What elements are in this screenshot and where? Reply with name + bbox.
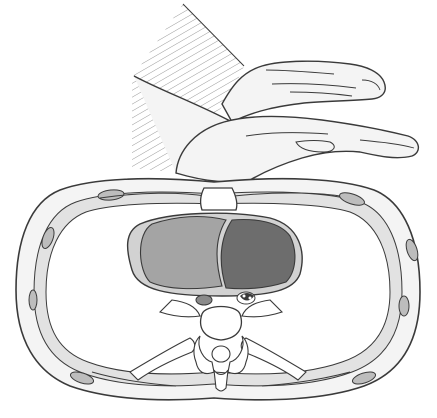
heart-icon <box>128 213 302 296</box>
esophagus-icon <box>196 295 212 305</box>
aorta-icon <box>237 292 255 304</box>
sternum-icon <box>201 188 237 210</box>
